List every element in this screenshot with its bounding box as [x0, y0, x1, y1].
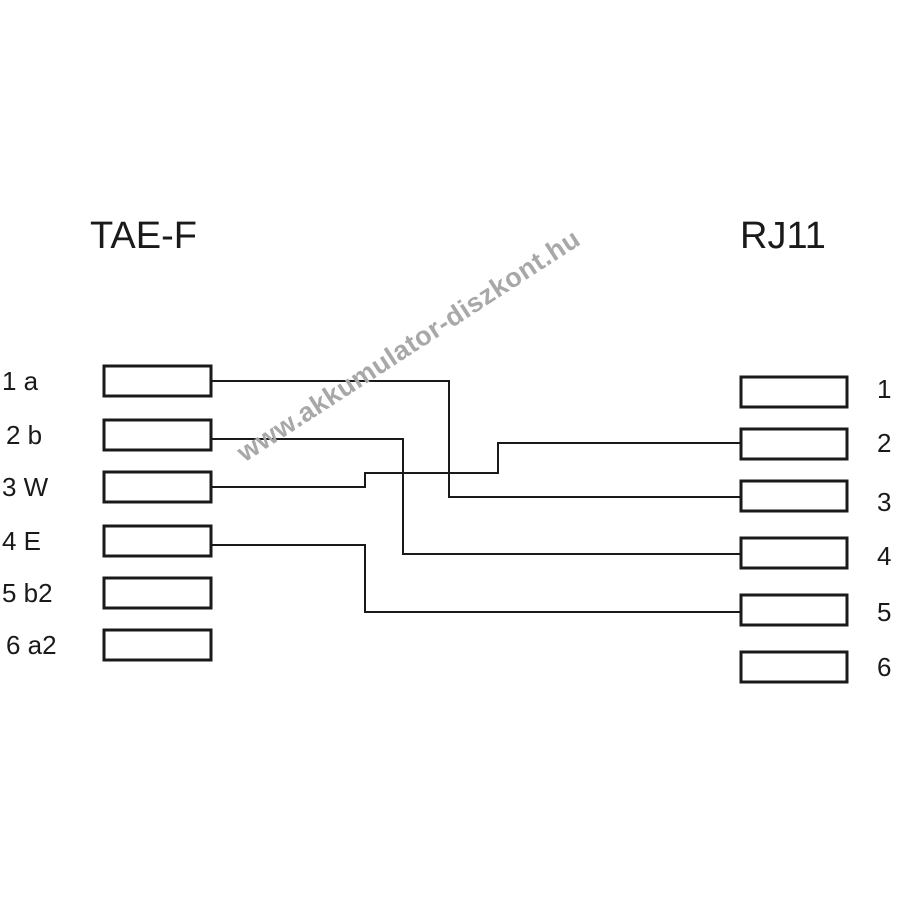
left-pin-label: 6 a2: [6, 630, 57, 660]
right-pin-label: 6: [877, 652, 892, 682]
right-pin-box: [739, 650, 849, 684]
left-connector-title: TAE-F: [90, 215, 197, 257]
right-pin-box: [739, 536, 849, 570]
left-pin-label: 2 b: [6, 420, 43, 450]
left-pin-label: 5 b2: [2, 578, 53, 608]
right-pin-label: 3: [877, 487, 892, 517]
right-pin-box: [739, 375, 849, 409]
left-pin-box: [102, 364, 213, 398]
left-pin-label: 1 a: [2, 366, 39, 396]
left-pin-label: 3 W: [2, 472, 49, 502]
right-pin-label: 4: [877, 541, 892, 571]
right-pin-box: [739, 479, 849, 513]
wire-4e-to-5: [212, 544, 740, 613]
right-pin-box: [739, 427, 849, 461]
right-pin-label: 1: [877, 374, 892, 404]
wire-1a-to-3: [212, 380, 740, 498]
right-pin-box: [739, 593, 849, 627]
left-pin-box: [102, 524, 213, 558]
right-pin-label: 2: [877, 428, 892, 458]
wire-2b-to-4: [212, 438, 740, 555]
right-connector-title: RJ11: [740, 215, 826, 257]
left-pin-box: [102, 418, 213, 452]
left-pin-box: [102, 576, 213, 610]
right-pin-label: 5: [877, 597, 892, 627]
left-pin-box: [102, 470, 213, 504]
left-pin-label: 4 E: [2, 526, 42, 556]
wire-3w-to-2: [212, 442, 740, 488]
left-pin-box: [102, 628, 213, 662]
